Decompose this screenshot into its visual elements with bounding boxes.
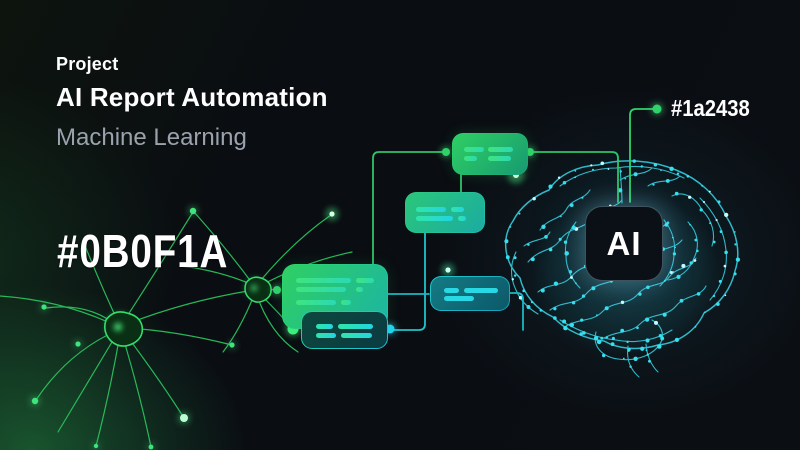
text-line-placeholder [416,207,446,212]
text-line-placeholder [488,147,513,152]
flow-box-overlap [301,311,388,349]
text-line-placeholder [464,147,484,152]
text-line-placeholder [464,288,498,293]
text-line-placeholder [458,216,466,221]
text-line-placeholder [356,287,363,292]
text-line-placeholder [451,207,464,212]
header-text-block: Project AI Report Automation Machine Lea… [56,54,328,152]
text-line-placeholder [488,156,511,161]
text-line-placeholder [296,300,336,305]
flow-box-top [452,133,528,175]
text-line-placeholder [316,333,336,338]
connector-box2-down [392,230,426,331]
text-line-placeholder [341,300,351,305]
page-title: AI Report Automation [56,82,328,112]
text-line-placeholder [444,288,459,293]
text-line-placeholder [444,296,474,301]
ai-chip-label: AI [606,224,642,262]
panel-hex-label: #1a2438 [671,95,750,121]
text-line-placeholder [296,278,351,283]
background-hex-label: #0B0F1A [57,225,229,277]
text-line-placeholder [341,333,372,338]
text-line-placeholder [356,278,374,283]
neuron-bodies [104,276,272,347]
flow-box-teal [430,276,510,311]
flow-box-second [405,192,485,233]
text-line-placeholder [416,216,453,221]
text-line-placeholder [296,287,346,292]
project-eyebrow: Project [56,54,119,74]
ai-chip: AI [585,206,663,281]
text-line-placeholder [338,324,373,329]
text-line-placeholder [464,156,477,161]
text-line-placeholder [316,324,333,329]
page-subtitle: Machine Learning [56,124,247,151]
